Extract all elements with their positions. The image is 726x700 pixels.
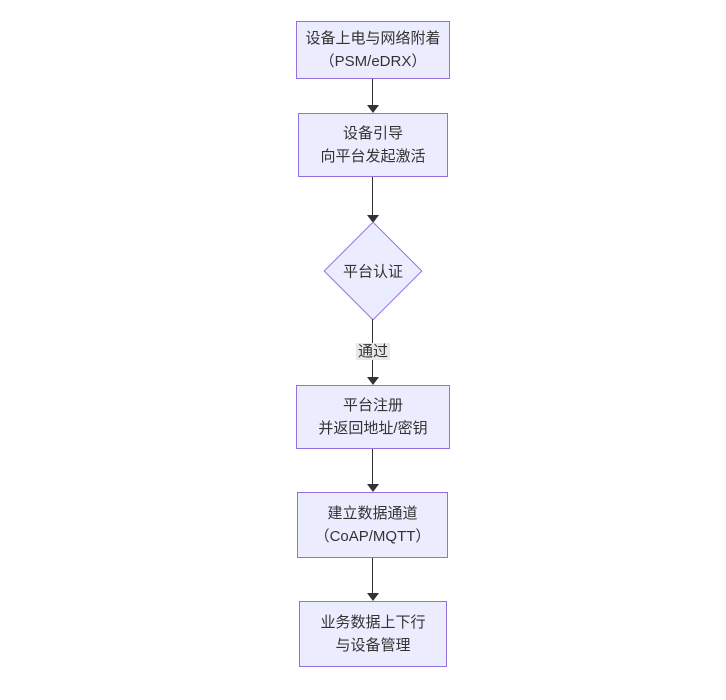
node-text-line: 设备上电与网络附着 [305,30,441,47]
node-business-data: 业务数据上下行 与设备管理 [299,601,447,667]
node-register: 平台注册 并返回地址/密钥 [296,385,450,449]
edge-line-2 [372,177,373,216]
node-bootstrap: 设备引导 向平台发起激活 [298,113,448,177]
node-text-line: 业务数据上下行 [320,614,426,631]
node-power-attach: 设备上电与网络附着 （PSM/eDRX） [296,21,450,79]
arrowhead-icon [367,593,379,601]
arrowhead-icon [367,215,379,223]
node-auth-decision: 平台认证 [323,221,423,321]
node-text-line: 建立数据通道 [327,505,418,522]
edge-line-4 [372,449,373,485]
node-text-line: 平台认证 [342,263,404,281]
node-text-line: 平台注册 [342,397,403,414]
edge-line-1 [372,79,373,106]
node-text-line: （PSM/eDRX） [319,53,427,70]
arrowhead-icon [367,105,379,113]
edge-line-5 [372,558,373,594]
node-text-line: 设备引导 [342,125,403,142]
node-data-channel: 建立数据通道 （CoAP/MQTT） [297,492,448,558]
edge-label-pass: 通过 [355,343,391,360]
node-text-line: 并返回地址/密钥 [318,420,428,437]
node-text-line: （CoAP/MQTT） [314,528,431,545]
node-text-line: 向平台发起激活 [320,148,426,165]
node-text-line: 与设备管理 [335,637,411,654]
arrowhead-icon [367,484,379,492]
arrowhead-icon [367,377,379,385]
